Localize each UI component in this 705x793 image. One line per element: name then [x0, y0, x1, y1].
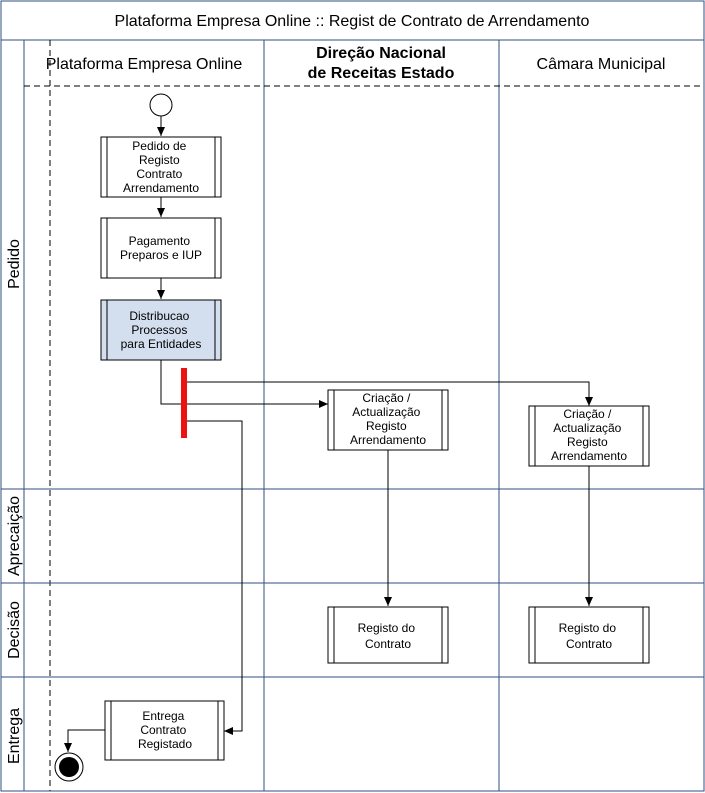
svg-text:Entrega Contrato R: Entrega Contrato Registado [138, 709, 192, 751]
node-pedido-line4: Arrendamento [123, 181, 199, 195]
node-pedido-line1: Pedido de [132, 139, 186, 153]
phase-label-apreciacao: Aprecaição [6, 496, 23, 576]
edge-fork-entrega [187, 420, 243, 735]
svg-text:Distribucao Processos: Distribucao Processos para Entidades [121, 309, 202, 351]
node-registo-dnre-line1: Registo do [358, 621, 416, 635]
node-distribuicao: Distribucao Processos para Entidades [100, 299, 222, 361]
svg-text:Pedido de Registo: Pedido de Registo Contrato Arrendamento [123, 139, 199, 195]
svg-text:Pagamento Preparos e IUP: Pagamento Preparos e IUP [120, 234, 202, 262]
node-criacao-dnre-line4: Arrendamento [350, 433, 426, 447]
node-criacao-camara: Criação / Actualização Registo Arrendame… [528, 405, 650, 467]
node-criacao-cm-line2: Actualização [553, 421, 621, 435]
svg-text:Registo do Contrato: Registo do Contrato [358, 621, 419, 651]
node-criacao-dnre-line3: Registo [366, 419, 407, 433]
node-criacao-cm-line4: Arrendamento [551, 449, 627, 463]
edge-fork-camara [187, 381, 593, 406]
svg-text:Criação / Actualização: Criação / Actualização Registo Arrendame… [551, 407, 627, 463]
node-registo-dnre-line2: Contrato [365, 637, 411, 651]
node-registo-cm-line1: Registo do [559, 621, 617, 635]
lane-header-dnre-line1: Direção Nacional [316, 45, 446, 62]
node-criacao-cm-line3: Registo [567, 435, 608, 449]
phase-label-pedido: Pedido [6, 239, 23, 289]
lane-header-dnre-line2: de Receitas Estado [308, 65, 455, 82]
node-criacao-dnre-line1: Criação / [362, 391, 411, 405]
node-pagamento: Pagamento Preparos e IUP [100, 217, 222, 279]
node-registo-camara: Registo do Contrato [528, 606, 650, 664]
start-node [149, 93, 173, 117]
node-distribuicao-line2: Processos [131, 323, 187, 337]
node-pedido-registo: Pedido de Registo Contrato Arrendamento [100, 136, 222, 198]
edge-distribuicao-fork [160, 360, 181, 405]
node-pedido-line2: Registo [139, 153, 180, 167]
diagram-title: Plataforma Empresa Online :: Regist de C… [115, 13, 590, 30]
node-entrega-line1: Entrega [142, 709, 184, 723]
node-pedido-line3: Contrato [136, 167, 182, 181]
lane-header-dnre: Direção Nacional [316, 45, 446, 62]
svg-text:Criação / Actualização: Criação / Actualização Registo Arrendame… [350, 391, 426, 447]
node-pagamento-line2: Preparos e IUP [120, 248, 202, 262]
fork-bar [181, 368, 187, 438]
node-criacao-dnre: Criação / Actualização Registo Arrendame… [327, 389, 449, 451]
edge-entrega-end [64, 729, 105, 752]
node-registo-dnre: Registo do Contrato [327, 606, 449, 664]
node-entrega: Entrega Contrato Registado [104, 700, 225, 761]
end-node [54, 752, 84, 782]
lane-header-plataforma: Plataforma Empresa Online [46, 56, 243, 73]
node-criacao-cm-line1: Criação / [563, 407, 612, 421]
node-registo-cm-line2: Contrato [566, 637, 612, 651]
phase-label-decisao: Decisão [6, 601, 23, 659]
node-distribuicao-line1: Distribucao [129, 309, 189, 323]
lane-header-camara: Câmara Municipal [537, 56, 666, 73]
node-entrega-line3: Registado [138, 737, 192, 751]
node-criacao-dnre-line2: Actualização [352, 405, 420, 419]
lane-header-dnre-2: de Receitas Estado [308, 65, 455, 82]
node-pagamento-line1: Pagamento [129, 234, 191, 248]
node-distribuicao-line3: para Entidades [121, 337, 202, 351]
svg-text:Registo do Contrato: Registo do Contrato [559, 621, 620, 651]
node-entrega-line2: Contrato [140, 723, 186, 737]
phase-label-entrega: Entrega [6, 708, 23, 764]
